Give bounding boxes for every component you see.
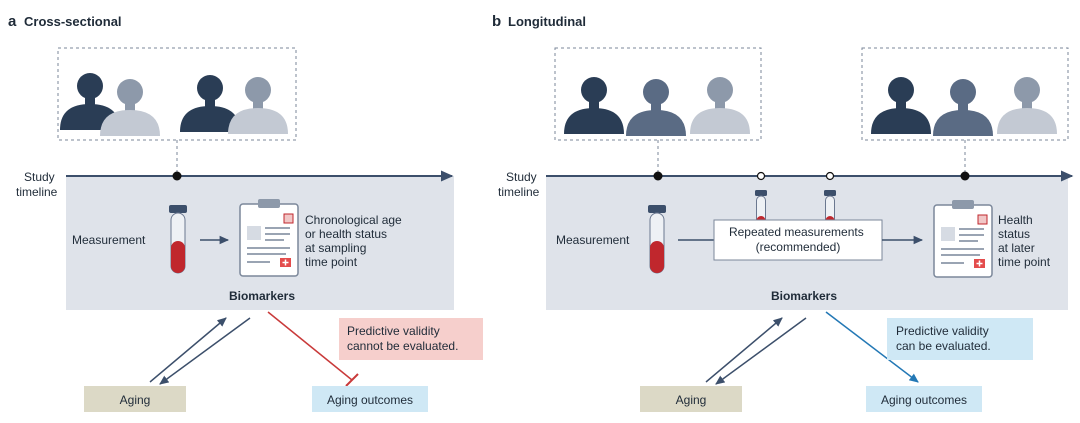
arrow (715, 317, 807, 385)
arrow (159, 317, 251, 385)
participants-group (871, 77, 1057, 136)
outcomes-label: Aging outcomes (327, 393, 413, 407)
followup-dot (960, 171, 970, 181)
biomarkers-label: Biomarkers (229, 289, 295, 303)
panel-a-title: Cross-sectional (24, 14, 122, 29)
baseline-dot (653, 171, 663, 181)
clipboard-icon (239, 198, 299, 277)
person-icon (228, 77, 288, 134)
result-text: Chronological age or health status at sa… (305, 213, 405, 269)
outcomes-box (312, 386, 428, 412)
person-icon (690, 77, 750, 134)
predictive-arrow (825, 311, 919, 383)
sampling-dot (172, 171, 182, 181)
arrow (149, 317, 227, 383)
timeline-label: Study (506, 170, 537, 184)
validity-text: Predictive validity can be evaluated. (896, 324, 992, 353)
clipboard-icon (933, 199, 993, 278)
timeline-label: Study (24, 170, 55, 184)
person-icon (933, 79, 993, 136)
aging-box (84, 386, 186, 412)
outcomes-box (866, 386, 982, 412)
validity-text: Predictive validity cannot be evaluated. (347, 324, 458, 353)
person-icon (100, 79, 160, 136)
participants-box (861, 47, 1069, 141)
person-icon (997, 77, 1057, 134)
timeline-label: timeline (16, 185, 58, 199)
validity-box (887, 318, 1033, 360)
panel-b-title: Longitudinal (508, 14, 586, 29)
person-icon (564, 77, 624, 134)
interim-dot (825, 171, 835, 181)
aging-box (640, 386, 742, 412)
timeline-label: timeline (498, 185, 540, 199)
participants-group (564, 77, 750, 136)
person-icon (871, 77, 931, 134)
panel-b: b Longitudinal Study timeline Measuremen… (492, 13, 1074, 412)
measurement-label: Measurement (556, 233, 630, 247)
panel-a: a Cross-sectional Study timeline Measure… (8, 13, 483, 412)
blocked-link (267, 311, 353, 381)
result-text: Health status at later time point (998, 213, 1051, 269)
biomarkers-label: Biomarkers (771, 289, 837, 303)
repeated-box (713, 219, 883, 261)
validity-box (339, 318, 483, 360)
participants-box (554, 47, 762, 141)
person-icon (626, 79, 686, 136)
measurement-label: Measurement (72, 233, 146, 247)
aging-label: Aging (120, 393, 151, 407)
panel-a-letter: a (8, 13, 17, 30)
aging-label: Aging (676, 393, 707, 407)
blocked-bar (345, 373, 359, 387)
arrow (705, 317, 783, 383)
panel-b-letter: b (492, 13, 501, 30)
participants-box (57, 47, 297, 141)
outcomes-label: Aging outcomes (881, 393, 967, 407)
interim-dot (756, 171, 766, 181)
repeated-text: Repeated measurements (recommended) (729, 225, 867, 254)
participants-group (60, 73, 288, 136)
